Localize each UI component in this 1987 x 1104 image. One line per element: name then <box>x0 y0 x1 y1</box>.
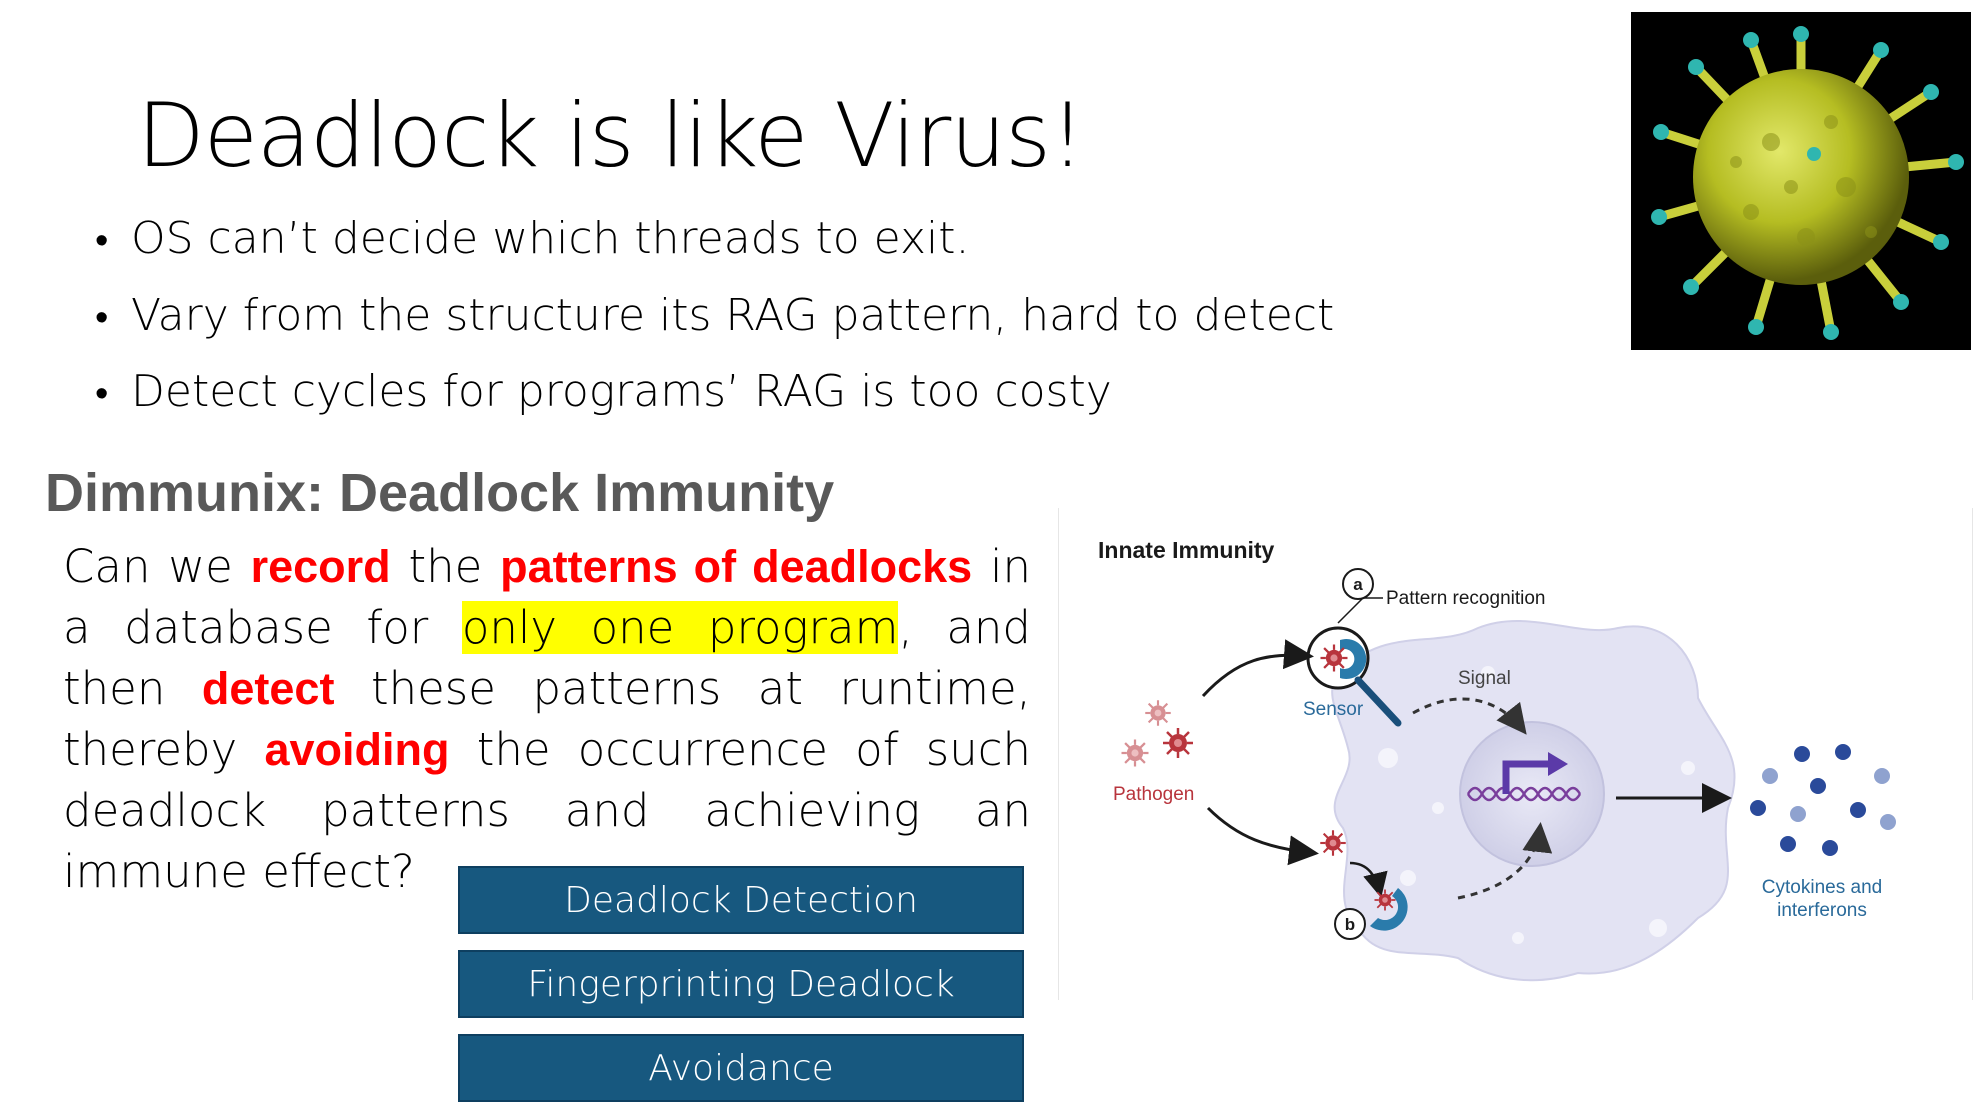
figure-border-left <box>1058 508 1059 1000</box>
bullet-1: • OS can’t decide which threads to exit. <box>95 213 969 264</box>
highlight-only-one-program: only one program <box>461 601 899 654</box>
emphasis-avoiding: avoiding <box>264 724 450 775</box>
text-run: the occurrence of such deadlock patterns… <box>63 723 1031 898</box>
cytokines-label-line2: interferons <box>1777 900 1867 921</box>
bullet-3: • Detect cycles for programs’ RAG is too … <box>95 366 1112 417</box>
virus-image <box>1631 12 1971 350</box>
figure-border-right <box>1972 508 1973 1000</box>
emphasis-detect: detect <box>201 663 335 714</box>
text-run: in a database for <box>63 540 1031 654</box>
step-box-fingerprinting: Fingerprinting Deadlock <box>458 950 1024 1018</box>
pathogen-icon <box>1120 699 1195 768</box>
bullet-dot: • <box>95 218 109 262</box>
slide-title: Deadlock is like Virus! <box>137 84 1085 187</box>
nucleus <box>1459 721 1605 867</box>
emphasis-patterns: patterns of deadlocks <box>500 541 973 592</box>
sensor-icon <box>1340 639 1367 679</box>
bullet-text: OS can’t decide which threads to exit. <box>131 213 970 264</box>
label-a: a <box>1353 575 1363 594</box>
label-b: b <box>1345 915 1355 934</box>
bullet-dot: • <box>95 371 109 415</box>
question-paragraph: Can we record the patterns of deadlocks … <box>63 536 1031 902</box>
emphasis-record: record <box>250 541 391 592</box>
sensor-label: Sensor <box>1303 699 1364 720</box>
figure-title: Innate Immunity <box>1098 537 1275 563</box>
step-box-avoidance: Avoidance <box>458 1034 1024 1102</box>
bullet-2: • Vary from the structure its RAG pattern… <box>95 290 1334 341</box>
text-run: the <box>390 540 501 593</box>
innate-immunity-figure: Innate Immunity Pattern recognition a Se… <box>1058 508 1974 1000</box>
bullet-dot: • <box>95 295 109 339</box>
step-box-deadlock-detection: Deadlock Detection <box>458 866 1024 934</box>
bullet-text: Vary from the structure its RAG pattern,… <box>131 290 1335 341</box>
text-run: , and then <box>63 601 1031 715</box>
text-run: these patterns at runtime, thereby <box>63 662 1031 776</box>
signal-label: Signal <box>1458 668 1511 689</box>
text-run: Can we <box>63 540 251 593</box>
pattern-recognition-label: Pattern recognition <box>1386 588 1546 609</box>
pathogen-label: Pathogen <box>1113 784 1194 805</box>
section-subtitle: Dimmunix: Deadlock Immunity <box>45 463 835 523</box>
bullet-text: Detect cycles for programs’ RAG is too c… <box>131 366 1112 417</box>
cytokine-dots <box>1750 744 1896 856</box>
dna-icon <box>1466 752 1582 802</box>
cytokines-label-line1: Cytokines and <box>1762 877 1882 898</box>
